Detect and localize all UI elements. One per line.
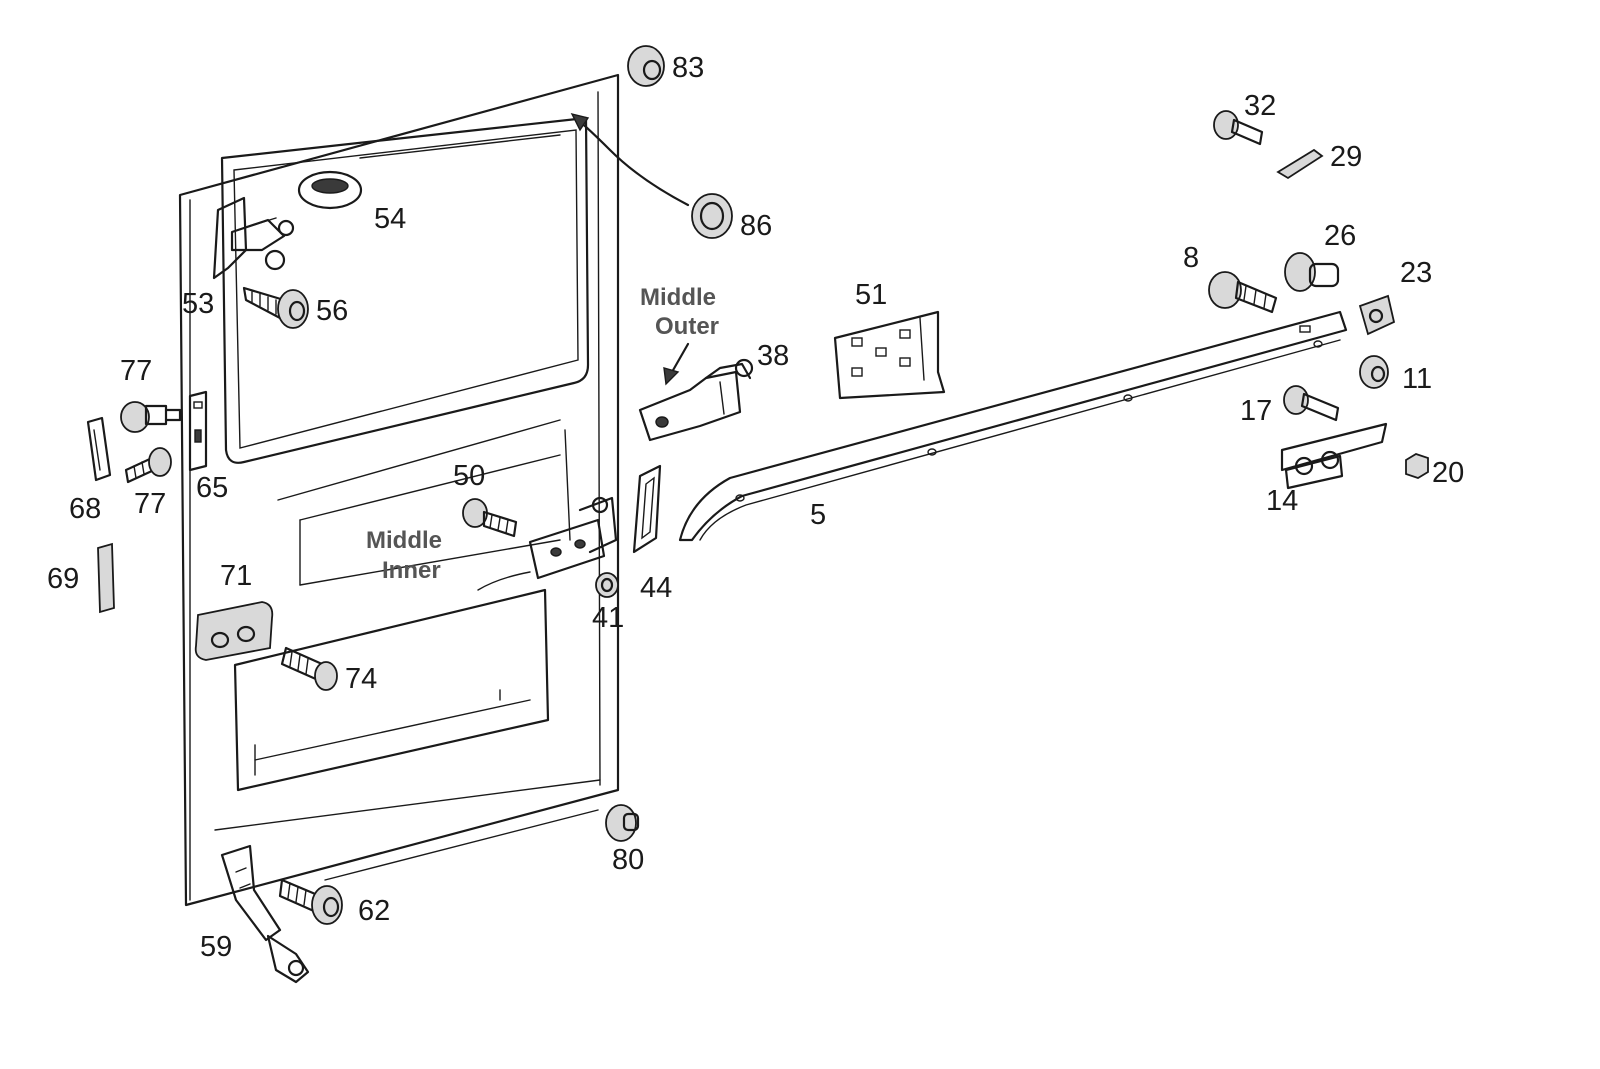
part-71-plate: [194, 601, 274, 661]
part-label-29: 29: [1330, 141, 1362, 173]
part-label-69: 69: [47, 563, 79, 595]
part-29-cap: [1276, 148, 1324, 180]
part-label-44: 44: [640, 572, 672, 604]
part-label-14: 14: [1266, 485, 1298, 517]
part-label-77-lower: 77: [134, 488, 166, 520]
part-label-54: 54: [374, 203, 406, 235]
part-11-nut: [1359, 355, 1389, 389]
part-54-grommet: [297, 170, 363, 210]
part-label-32: 32: [1244, 90, 1276, 122]
part-69-block: [97, 542, 115, 614]
part-56-screw: [242, 286, 309, 329]
part-80-bumper: [605, 804, 640, 842]
part-label-65: 65: [196, 472, 228, 504]
part-label-38: 38: [757, 340, 789, 372]
part-5-rail: [678, 310, 1348, 542]
part-label-20: 20: [1432, 457, 1464, 489]
part-77-bolt-upper: [120, 401, 182, 433]
part-label-41: 41: [592, 602, 624, 634]
part-44-gasket: [632, 464, 662, 554]
middle-inner-roller-bracket: [528, 496, 618, 580]
part-label-83: 83: [672, 52, 704, 84]
part-23-clip: [1358, 294, 1396, 336]
part-label-50: 50: [453, 460, 485, 492]
middle-outer-pointer: [663, 342, 690, 386]
part-50-bolt: [462, 498, 518, 538]
part-26-spacer: [1284, 252, 1340, 292]
door-panel: [178, 73, 620, 907]
part-65-striker: [188, 390, 208, 472]
part-label-5: 5: [810, 499, 826, 531]
middle-outer-label-line2: Outer: [655, 313, 719, 340]
part-label-56: 56: [316, 295, 348, 327]
part-label-86: 86: [740, 210, 772, 242]
part-41-washer: [595, 572, 619, 598]
part-label-8: 8: [1183, 242, 1199, 274]
middle-inner-label-line2: Inner: [382, 557, 441, 584]
part-53-upper-roller: [212, 196, 295, 280]
part-68-guide: [86, 416, 112, 482]
part-51-plate: [833, 310, 946, 400]
part-8-screw: [1208, 271, 1278, 314]
part-20-nut: [1405, 453, 1429, 479]
part-38-middle-outer-bracket: [638, 358, 754, 442]
part-label-23: 23: [1400, 257, 1432, 289]
part-17-bolt: [1283, 385, 1340, 422]
part-74-bolt: [280, 646, 338, 691]
install-arrow: [570, 112, 690, 207]
part-label-59: 59: [200, 931, 232, 963]
part-label-53: 53: [182, 288, 214, 320]
part-label-62: 62: [358, 895, 390, 927]
part-59-lower-roller: [220, 844, 310, 984]
part-label-26: 26: [1324, 220, 1356, 252]
middle-inner-label-line1: Middle: [366, 527, 442, 554]
part-label-11: 11: [1402, 363, 1432, 395]
part-83-bumper: [627, 45, 665, 87]
part-label-51: 51: [855, 279, 887, 311]
part-14-rear-roller: [1280, 422, 1388, 490]
middle-inner-pointer: [477, 571, 531, 591]
part-86-bushing: [691, 193, 733, 239]
part-label-17: 17: [1240, 395, 1272, 427]
middle-outer-label-line1: Middle: [640, 284, 716, 311]
part-32-screw: [1213, 110, 1264, 146]
part-77-bolt-lower: [124, 447, 172, 484]
part-label-74: 74: [345, 663, 377, 695]
part-label-68: 68: [69, 493, 101, 525]
part-62-screw: [278, 878, 343, 925]
part-label-77-upper: 77: [120, 355, 152, 387]
part-label-80: 80: [612, 844, 644, 876]
part-label-71: 71: [220, 560, 252, 592]
